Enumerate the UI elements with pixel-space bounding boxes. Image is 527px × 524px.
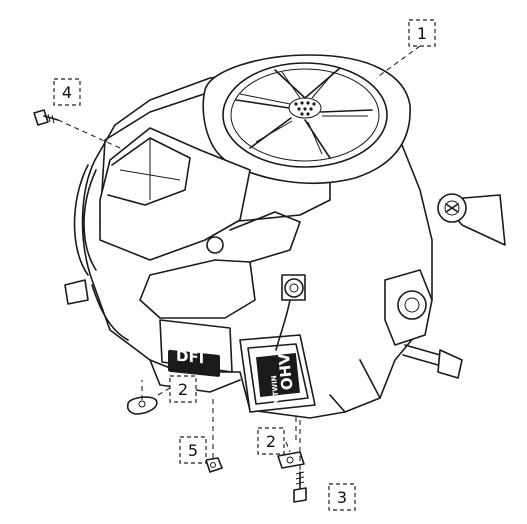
callout-1: 1: [408, 19, 436, 47]
svg-text:4: 4: [62, 83, 72, 102]
gasket-part-2b: [277, 451, 305, 469]
leader-line-1: [375, 45, 421, 79]
gasket-part-2a: [126, 396, 158, 415]
dfi-plate-group: DFI: [159, 319, 233, 377]
ohv-valve-cover: OHV V-TWIN: [239, 334, 316, 413]
bolt-part-4: [33, 109, 59, 126]
leader-line-2a: [141, 380, 171, 400]
rotating-screen: [222, 62, 388, 168]
callout-3: 3: [328, 483, 356, 511]
leader-line-4: [57, 119, 121, 149]
screen-grille: [294, 101, 316, 116]
callout-4: 4: [53, 78, 81, 106]
v-twin-text: V-TWIN: [270, 375, 281, 404]
oil-fill-cap: [437, 193, 506, 246]
dfi-plate-text: DFI: [176, 347, 204, 368]
engine-body: DFI OHV V-TWIN: [64, 54, 506, 419]
svg-text:2: 2: [266, 432, 276, 451]
leader-line-2b: [285, 415, 297, 453]
callout-5: 5: [179, 436, 207, 464]
ohv-plate-text: OHV: [275, 352, 297, 391]
callout-2-left: 2: [169, 375, 197, 403]
callout-2-right: 2: [257, 427, 285, 455]
nut-part-5: [205, 457, 223, 473]
bolt-part-3: [293, 471, 307, 503]
svg-text:1: 1: [417, 24, 427, 43]
svg-text:3: 3: [337, 488, 347, 507]
svg-text:2: 2: [178, 380, 188, 399]
svg-text:5: 5: [188, 441, 198, 460]
